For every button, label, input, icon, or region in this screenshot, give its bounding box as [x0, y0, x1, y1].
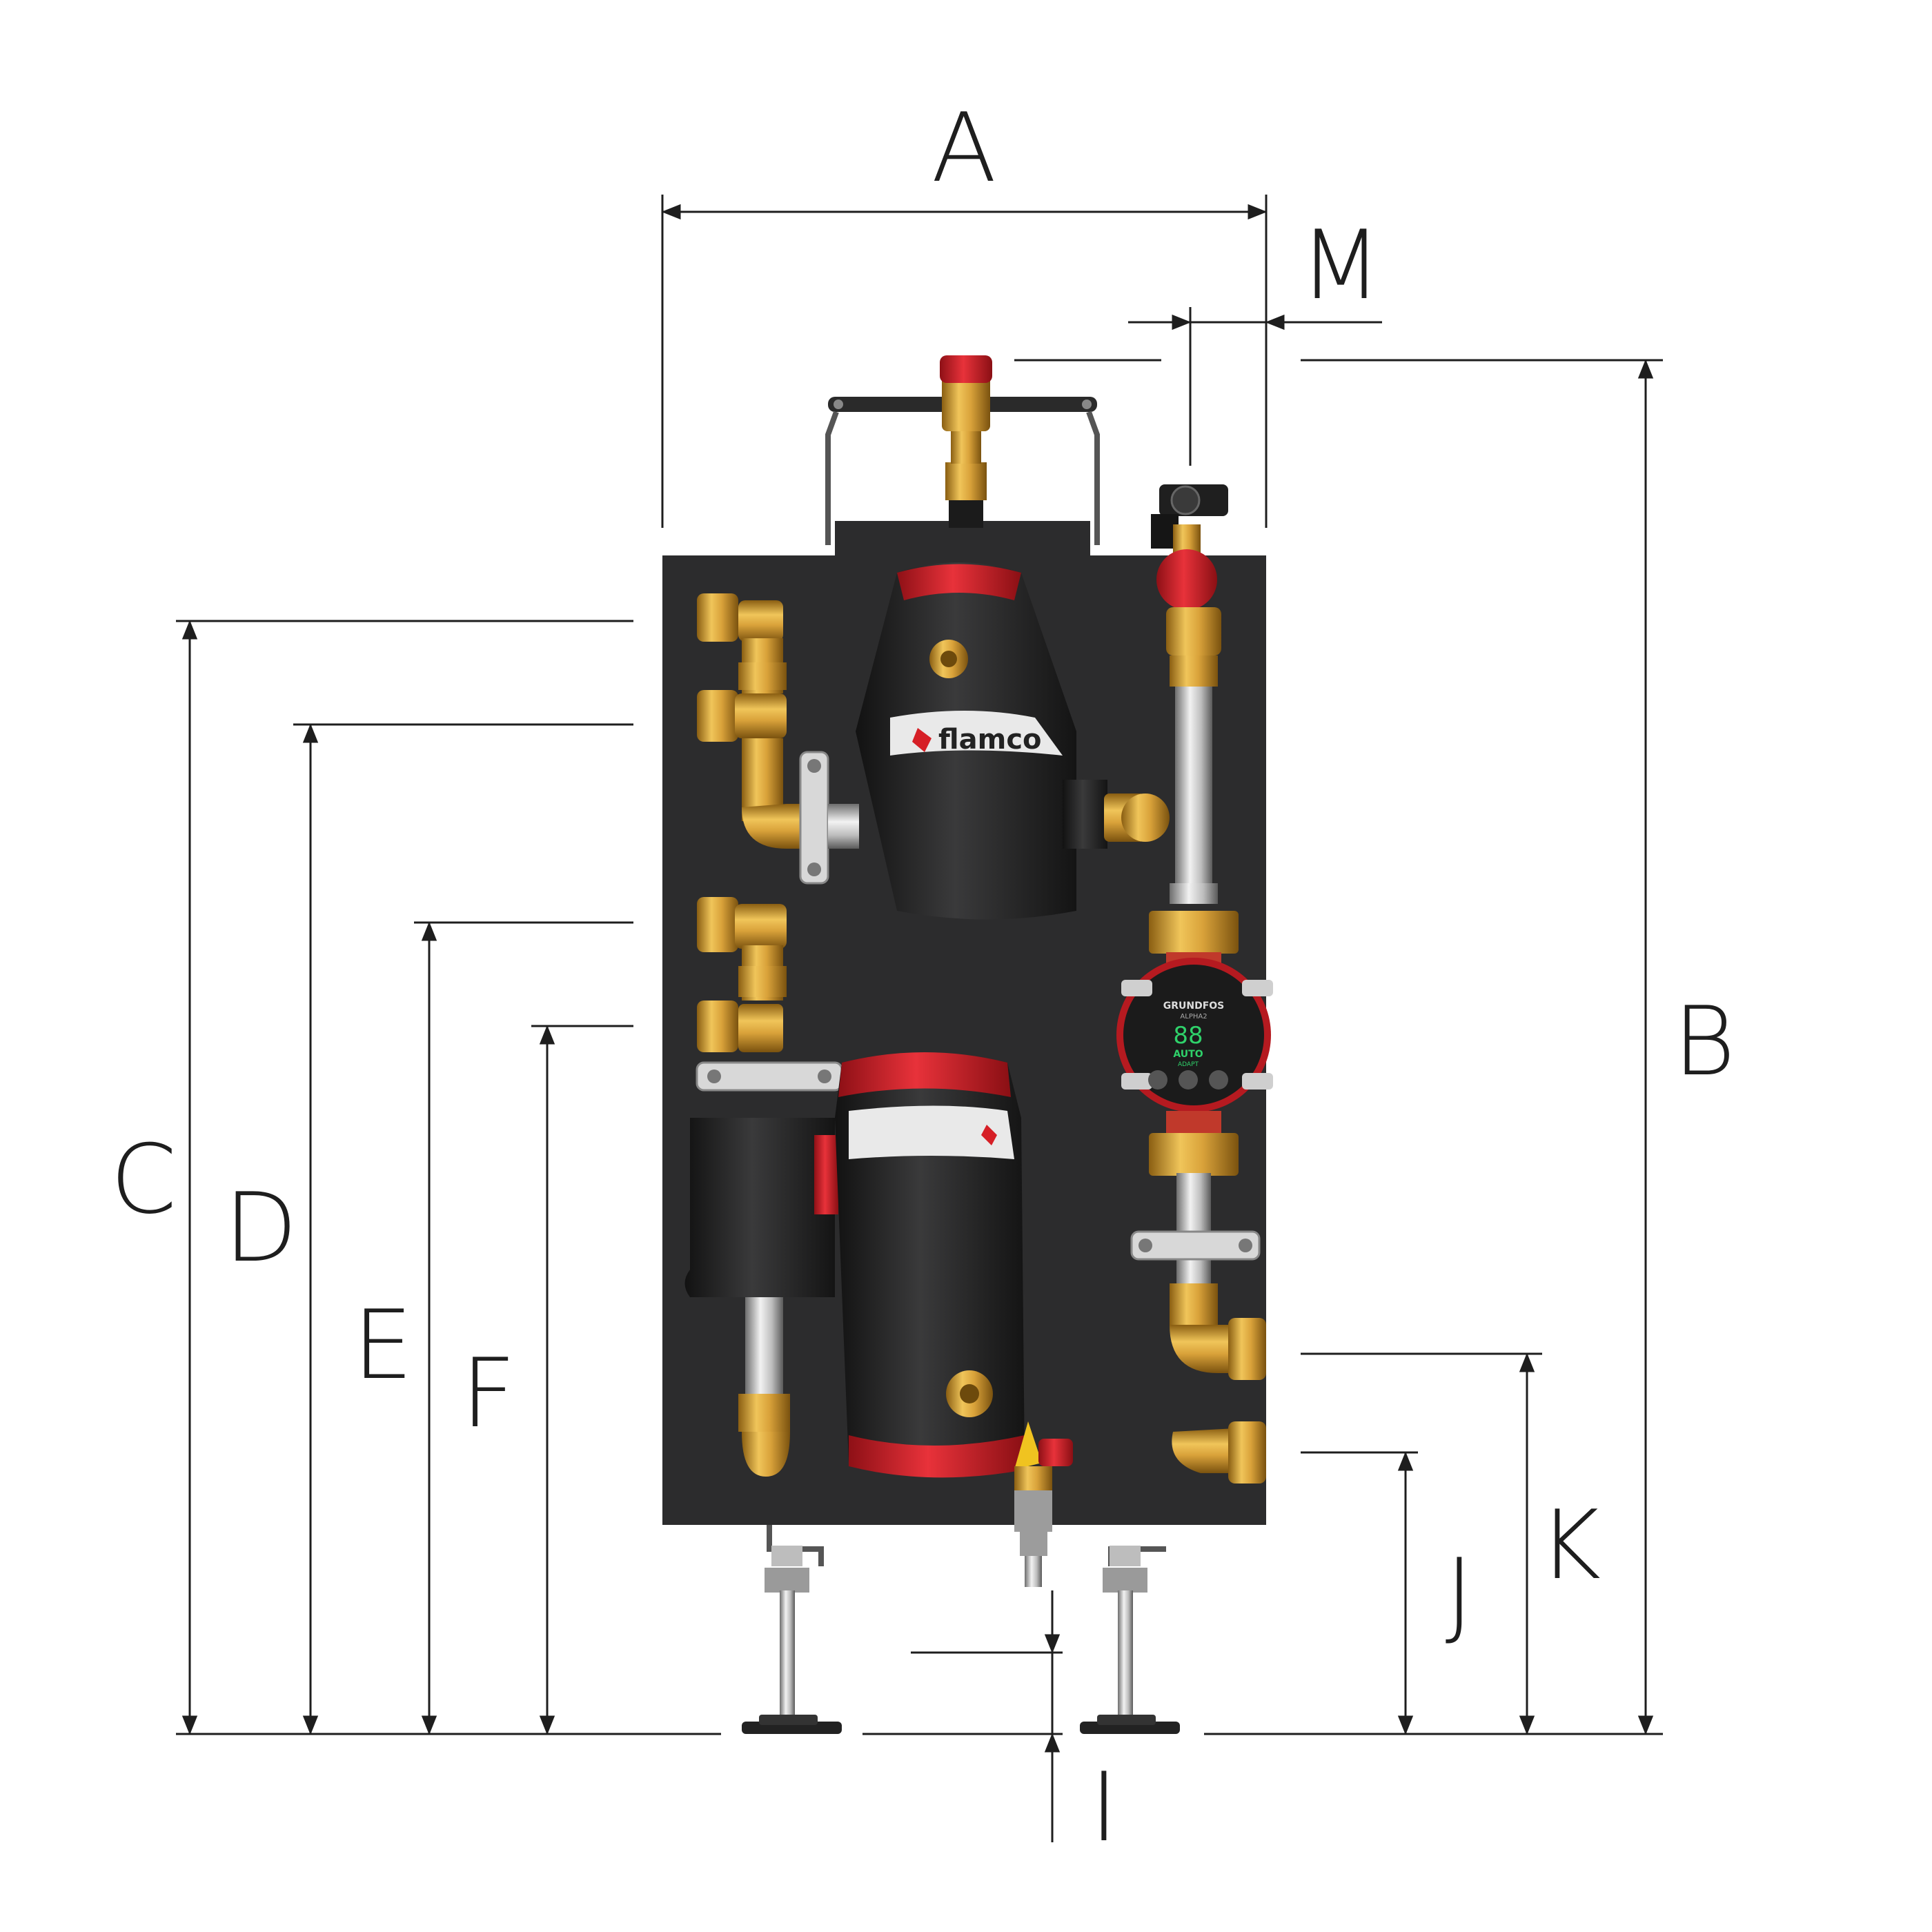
upper-side-elbow: [1104, 793, 1170, 842]
dim-label-D: D: [224, 1172, 297, 1283]
dim-label-B: B: [1673, 986, 1735, 1097]
lower-pump-union: [1149, 1111, 1239, 1176]
lower-left-brass-pipework: [697, 897, 787, 1052]
dim-label-E: E: [353, 1290, 413, 1401]
dim-label-C: C: [110, 1124, 177, 1235]
automatic-air-vent: [940, 355, 992, 528]
adjustable-foot-left: [742, 1546, 842, 1734]
pump-mode-auto: AUTO: [1173, 1049, 1203, 1060]
dim-label-K: K: [1539, 1490, 1601, 1601]
flamco-logo-text: flamco: [938, 724, 1042, 756]
upper-pipe-clamp: [799, 751, 859, 885]
right-pipe-clamp: [1130, 1230, 1261, 1261]
adjustable-foot-right: [1080, 1546, 1180, 1734]
lower-magnetic-separator: [684, 1052, 1025, 1478]
dim-label-A: A: [931, 92, 996, 204]
dim-label-I: I: [1090, 1752, 1118, 1863]
pump-display-readout: 88: [1173, 1022, 1203, 1049]
lower-pipe-clamp: [696, 1061, 843, 1092]
upper-dirt-separator: flamco: [856, 562, 1107, 920]
bottom-bracket: [767, 1525, 1166, 1566]
steel-pipe-upper: [1170, 687, 1218, 904]
pump-button-left: [1148, 1070, 1167, 1090]
pump-button-right: [1209, 1070, 1228, 1090]
dimension-lines: [176, 195, 1663, 1842]
dim-label-M: M: [1299, 210, 1381, 321]
safety-relief-valve: [1156, 524, 1221, 687]
circulation-pump: GRUNDFOS ALPHA2 88 AUTO ADAPT: [1116, 958, 1273, 1112]
dim-label-F: F: [461, 1338, 515, 1449]
upper-left-brass-pipework: [697, 593, 807, 849]
dim-label-J: J: [1446, 1538, 1474, 1649]
pressure-gauge: [1151, 484, 1228, 549]
lower-left-steel-pipe: [738, 1297, 790, 1477]
pump-model-text: ALPHA2: [1180, 1013, 1207, 1021]
drain-valve: [1014, 1421, 1073, 1587]
pump-brand-text: GRUNDFOS: [1163, 1000, 1225, 1012]
right-lower-elbows: [1170, 1283, 1266, 1483]
pump-button-center: [1179, 1070, 1198, 1090]
pump-mode-adapt: ADAPT: [1178, 1061, 1199, 1068]
